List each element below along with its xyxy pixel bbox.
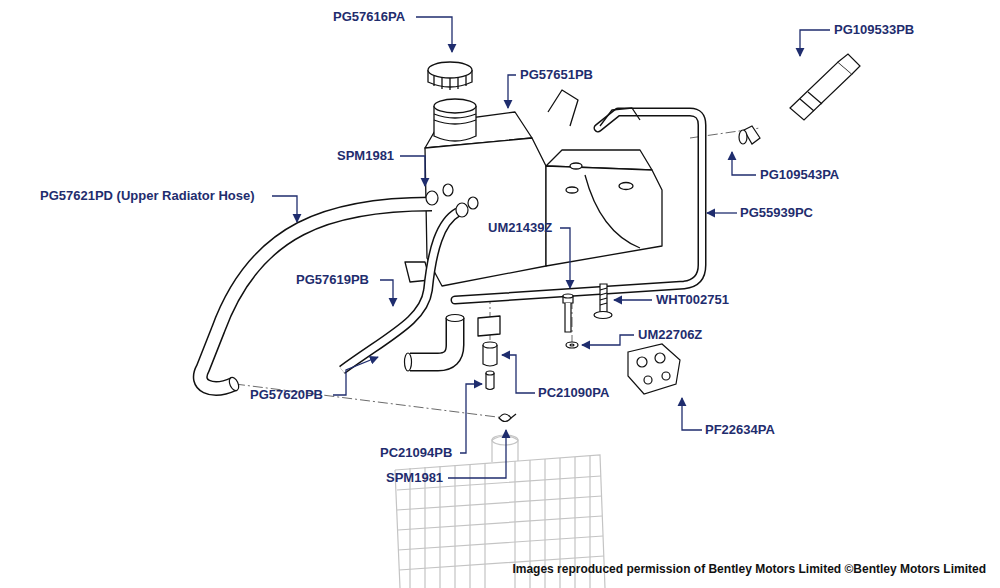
- spacer: [483, 342, 497, 348]
- elbow-hose: [410, 318, 455, 362]
- hose-clip: [426, 184, 478, 217]
- part-number: PG57620PB: [250, 387, 323, 403]
- upper-hose: [200, 204, 432, 388]
- upper-hose: [200, 204, 432, 388]
- part-number: WHT002751: [656, 292, 729, 308]
- pipe-clip: [662, 372, 670, 380]
- leader-line: [707, 212, 737, 213]
- hose-clip: [443, 184, 453, 196]
- part-number: SPM1981: [337, 148, 394, 164]
- bolt: [594, 312, 612, 319]
- elbow-hose: [446, 315, 464, 322]
- pipe-clip: [655, 353, 665, 363]
- leader-line: [800, 30, 830, 56]
- elbow-hose: [410, 318, 455, 362]
- level-sensor: [739, 54, 860, 144]
- centre-line: [235, 384, 505, 418]
- elbow-hose: [405, 315, 465, 372]
- centre-line: [572, 300, 573, 345]
- leader-line: [416, 17, 452, 52]
- leader-line: [460, 384, 482, 453]
- spacer: [511, 414, 516, 418]
- part-number: PG57621PD (Upper Radiator Hose): [40, 188, 255, 204]
- spacer: [499, 414, 511, 422]
- upper-hose: [227, 376, 240, 392]
- leader-line: [400, 156, 425, 186]
- filler-cap: [428, 62, 472, 90]
- radiator: [492, 435, 518, 445]
- hose-clip: [456, 203, 468, 217]
- bolt: [600, 288, 607, 305]
- leader-line: [560, 228, 570, 288]
- expansion-tank: [585, 175, 640, 248]
- level-sensor: [739, 130, 747, 144]
- filler-neck: [434, 114, 476, 124]
- expansion-tank: [566, 187, 578, 193]
- bleed-hose: [342, 212, 458, 370]
- leader-line: [333, 357, 378, 395]
- hose-clip: [426, 191, 438, 205]
- pipe-clip: [637, 357, 647, 367]
- part-number: UM21439Z: [488, 220, 552, 236]
- level-sensor: [838, 54, 860, 74]
- bolt: [566, 342, 578, 348]
- leader-line: [380, 280, 393, 306]
- expansion-tank: [548, 90, 578, 126]
- expansion-tank: [425, 138, 546, 286]
- leader-line: [732, 152, 756, 175]
- bolt: [600, 284, 607, 312]
- leader-line: [448, 430, 506, 478]
- leader-line: [682, 398, 702, 430]
- bleed-hose: [342, 212, 458, 370]
- pipe-clip: [628, 344, 680, 394]
- bolt: [570, 344, 574, 346]
- expansion-tank: [600, 108, 640, 126]
- filler-cap: [434, 76, 466, 90]
- part-number: PC21090PA: [538, 385, 609, 401]
- copyright-note: Images reproduced permission of Bentley …: [512, 561, 986, 577]
- filler-neck: [434, 99, 476, 113]
- part-number: UM22706Z: [638, 327, 702, 343]
- leader-line: [508, 75, 516, 108]
- part-number: PG109543PA: [760, 167, 839, 183]
- spacer: [486, 371, 494, 375]
- radiator: [397, 476, 604, 570]
- expansion-tank: [546, 166, 662, 266]
- pipe-clip: [644, 376, 652, 384]
- part-number: PG57651PB: [520, 67, 593, 83]
- leader-line: [272, 196, 297, 222]
- bolt: [563, 294, 573, 298]
- expansion-tank: [619, 183, 633, 190]
- part-number: PG57616PA: [333, 9, 405, 25]
- hose-clip: [468, 197, 478, 209]
- spacer: [483, 342, 516, 422]
- level-sensor: [800, 92, 822, 111]
- part-number: PG57619PB: [296, 272, 369, 288]
- filler-cap: [428, 62, 472, 78]
- filler-neck: [434, 99, 476, 141]
- part-number: PG109533PB: [834, 22, 914, 38]
- part-number: PF22634PA: [705, 422, 775, 438]
- part-number: PC21094PB: [380, 445, 452, 461]
- pipe-clip: [628, 344, 680, 394]
- upper-hose: [200, 204, 432, 392]
- bolt: [565, 303, 571, 332]
- centre-line: [235, 128, 760, 418]
- radiator: [492, 436, 518, 462]
- expansion-tank: [570, 163, 582, 169]
- expansion-tank: [405, 90, 662, 336]
- leader-line: [582, 335, 634, 345]
- elbow-hose: [405, 353, 412, 371]
- part-number: PG55939PC: [740, 205, 813, 221]
- bleed-hose: [342, 212, 458, 370]
- part-number: SPM1981: [386, 470, 443, 486]
- leader-line: [614, 299, 652, 300]
- leader-line: [502, 355, 535, 393]
- leader-line: [272, 17, 830, 478]
- level-sensor: [790, 62, 852, 120]
- bolt: [563, 284, 612, 348]
